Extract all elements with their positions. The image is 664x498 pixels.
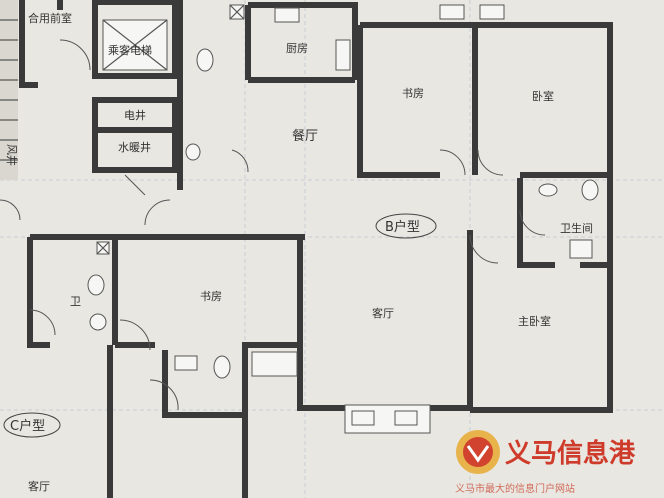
label-kitchen: 厨房 <box>286 42 308 55</box>
label-bedroom: 卧室 <box>532 89 554 103</box>
label-shared-hall: 合用前室 <box>28 11 72 25</box>
label-unit-c: C户型 <box>10 418 45 434</box>
label-study-c: 书房 <box>200 290 222 303</box>
watermark: 义马信息港 义马市最大的信息门户网站 <box>455 430 636 495</box>
label-dining: 餐厅 <box>292 128 318 144</box>
label-living-c: 客厅 <box>28 479 50 493</box>
fixtures <box>87 4 599 379</box>
label-master-bedroom: 主卧室 <box>518 314 551 328</box>
label-unit-b: B户型 <box>385 219 420 235</box>
label-elevator: 乘客电梯 <box>108 43 152 57</box>
unit-c-oval <box>3 412 61 438</box>
label-study-top: 书房 <box>402 87 424 100</box>
doors <box>0 39 546 411</box>
unit-b-oval <box>375 213 437 239</box>
watermark-title: 义马信息港 <box>505 438 636 469</box>
label-living-b: 客厅 <box>372 306 394 320</box>
watermark-subtitle: 义马市最大的信息门户网站 <box>455 482 575 495</box>
room-labels: 合用前室 乘客电梯 厨房 书房 卧室 餐厅 电井 水暖井 风井 B户型 卫生间 … <box>3 11 593 493</box>
walls <box>19 0 613 498</box>
label-elec-shaft: 电井 <box>124 108 146 122</box>
label-stair-left: 风井 <box>5 144 19 166</box>
label-water-shaft: 水暖井 <box>118 140 151 154</box>
label-bathroom-b: 卫生间 <box>560 221 593 235</box>
stair-hatching <box>0 0 18 180</box>
label-bath-c: 卫 <box>70 295 81 308</box>
